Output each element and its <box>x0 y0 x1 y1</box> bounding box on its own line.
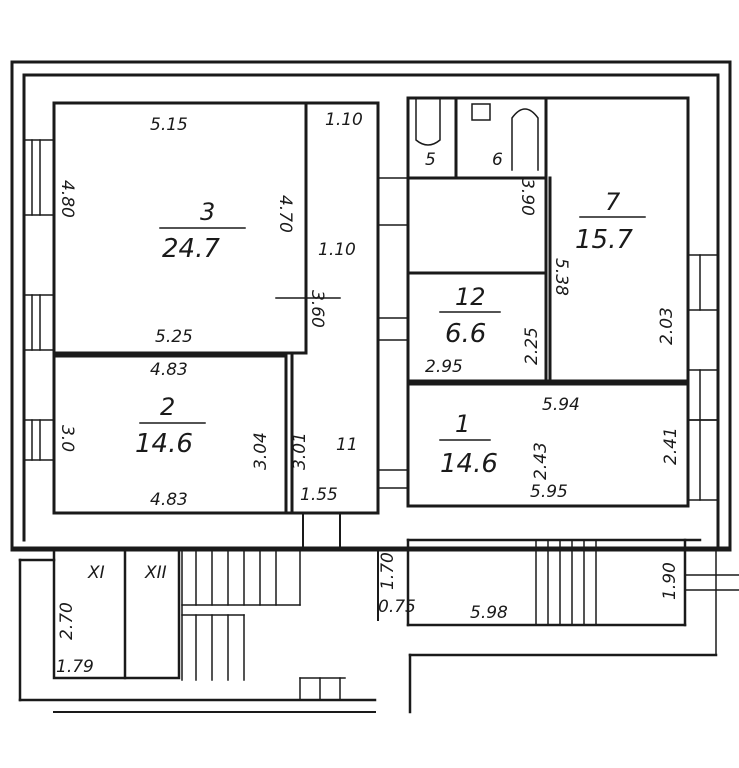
dim-r1-bottom: 5.95 <box>530 482 568 502</box>
dim-r2-left: 3.0 <box>57 425 77 452</box>
room-2 <box>52 354 288 515</box>
dim-corr-v: 3.60 <box>307 290 327 328</box>
dim-land-v: 1.70 <box>378 552 398 590</box>
landing-right <box>406 538 718 714</box>
window-right-1 <box>687 254 719 311</box>
room-12-number: 12 <box>455 283 486 311</box>
bathtub-left <box>415 99 441 146</box>
room-12-area: 6.6 <box>445 319 486 349</box>
room-3 <box>52 101 308 355</box>
bathtub-right <box>511 108 539 171</box>
dim-corr-bottom: 1.55 <box>300 485 338 505</box>
room-11-number: 11 <box>336 435 358 455</box>
dim-r1-left: 2.43 <box>531 442 551 480</box>
room-7 <box>544 96 690 383</box>
door-room1 <box>379 469 409 489</box>
dim-r7-v: 5.38 <box>551 258 571 296</box>
dim-land-a: 0.75 <box>378 597 416 617</box>
outer-walls <box>10 60 732 552</box>
stair-block-left <box>18 546 377 702</box>
dim-stair-left-v: 2.70 <box>57 602 77 640</box>
dim-r3-top: 5.15 <box>150 115 188 135</box>
dim-r1-right: 2.41 <box>661 427 681 465</box>
room-6-number: 6 <box>492 150 503 170</box>
dim-r2-bottom: 4.83 <box>150 490 188 510</box>
dim-r2-right-b: 3.01 <box>290 432 310 470</box>
room-5-number: 5 <box>425 150 436 170</box>
room-3-number: 3 <box>200 198 215 226</box>
stair-label-xi: XI <box>87 563 105 583</box>
stair-flight-1 <box>181 547 346 701</box>
dim-r2-top: 4.83 <box>150 360 188 380</box>
entry-doorway <box>302 512 379 621</box>
room-7-area: 15.7 <box>575 225 633 255</box>
window-right-2 <box>687 369 719 421</box>
dim-r12-v: 2.25 <box>522 327 542 365</box>
corridor-11 <box>284 101 380 515</box>
window-left-1 <box>23 139 55 216</box>
room-3-area: 24.7 <box>162 234 220 264</box>
room-2-number: 2 <box>160 393 175 421</box>
window-left-3 <box>23 419 55 461</box>
dim-r7-right: 2.03 <box>657 307 677 345</box>
dim-r2-right-a: 3.04 <box>251 432 271 470</box>
dim-stair-left-bottom: 1.79 <box>56 657 94 677</box>
toilet <box>471 103 491 121</box>
dim-r3-bottom: 5.25 <box>155 327 193 347</box>
room-2-area: 14.6 <box>135 429 193 459</box>
door-corridor-12 <box>377 177 409 341</box>
dim-corr-top: 1.10 <box>325 110 363 130</box>
room-1-number: 1 <box>455 410 470 438</box>
dim-bath-v: 3.90 <box>517 178 537 216</box>
room-1 <box>406 382 690 508</box>
dim-corr-mid: 1.10 <box>318 240 356 260</box>
dim-r3-left: 4.80 <box>57 180 77 218</box>
stair-flight-2 <box>535 539 739 656</box>
window-right-3 <box>687 419 719 501</box>
room-7-number: 7 <box>605 188 621 216</box>
stair-label-xii: XII <box>144 563 167 583</box>
door-corridor-room3 <box>275 289 341 341</box>
room-1-area: 14.6 <box>440 449 498 479</box>
dim-r3-right: 4.70 <box>275 195 295 233</box>
window-left-2 <box>23 294 55 351</box>
dim-land-right: 1.90 <box>660 562 680 600</box>
dim-land-b: 5.98 <box>470 603 508 623</box>
dim-r12-bottom: 2.95 <box>425 357 463 377</box>
dim-r1-top: 5.94 <box>542 395 580 415</box>
